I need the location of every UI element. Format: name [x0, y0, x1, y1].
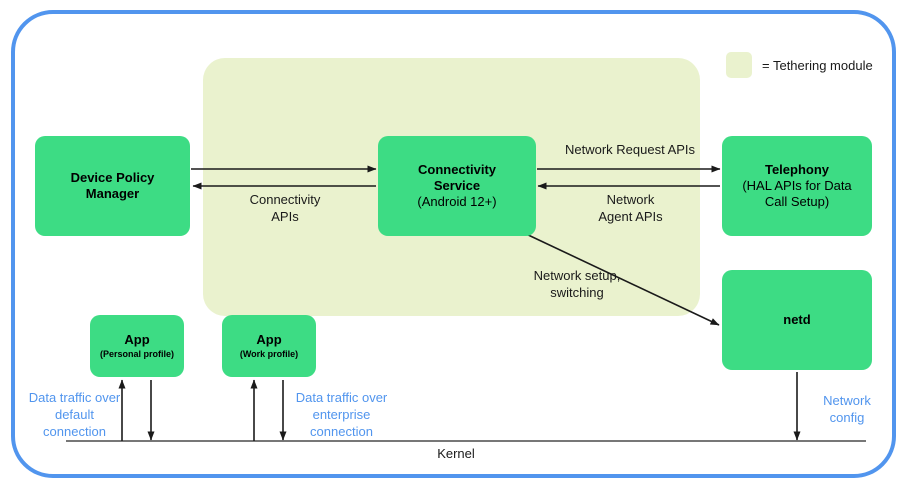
tethering-module-swatch [726, 52, 752, 78]
box-netd[interactable]: netd [722, 270, 872, 370]
box-app-personal-profile[interactable]: App (Personal profile) [90, 315, 184, 377]
box-title: netd [783, 311, 811, 327]
legend-label: = Tethering module [762, 57, 873, 73]
box-subtitle: (Android 12+) [417, 194, 497, 210]
box-subtitle: (Personal profile) [99, 348, 174, 359]
box-device-policy-manager[interactable]: Device Policy Manager [35, 136, 190, 236]
label-kernel: Kernel [437, 446, 475, 461]
label-data-traffic-default: Data traffic over default connection [28, 390, 121, 439]
label-network-agent-apis: Network Agent APIs [598, 192, 663, 224]
box-connectivity-service[interactable]: Connectivity Service (Android 12+) [378, 136, 536, 236]
label-network-setup-switching: Network setup, switching [533, 268, 621, 300]
box-title-line2: Manager [85, 186, 140, 201]
box-title: Telephony [764, 161, 830, 177]
legend: = Tethering module [726, 52, 873, 78]
box-title: App [124, 332, 150, 348]
box-title: Connectivity [417, 161, 496, 177]
box-telephony[interactable]: Telephony (HAL APIs for Data Call Setup) [722, 136, 872, 236]
box-subtitle-line2: Call Setup) [764, 194, 830, 210]
device-boundary-frame [11, 10, 896, 478]
box-subtitle: (HAL APIs for Data [742, 177, 852, 193]
box-app-work-profile[interactable]: App (Work profile) [222, 315, 316, 377]
label-connectivity-apis: Connectivity APIs [249, 192, 321, 224]
box-title-line2: Service [433, 177, 481, 193]
box-title: App [256, 332, 282, 348]
box-subtitle: (Work profile) [239, 348, 299, 359]
label-network-config: Network config [823, 393, 871, 425]
box-title: Device Policy [70, 169, 155, 185]
label-network-request-apis: Network Request APIs [564, 142, 696, 157]
label-data-traffic-enterprise: Data traffic over enterprise connection [295, 390, 388, 439]
